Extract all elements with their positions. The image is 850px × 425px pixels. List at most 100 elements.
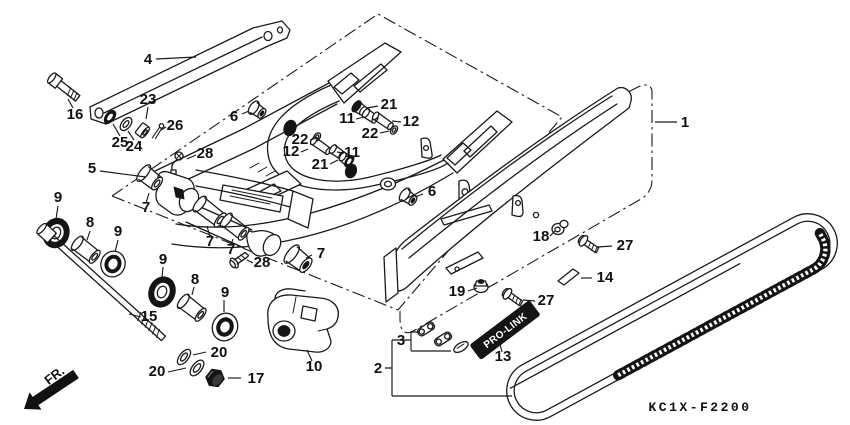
- swingarm: [154, 42, 513, 257]
- callout-23-2: 23: [140, 91, 157, 108]
- drive-chain: [506, 213, 838, 421]
- washer-20a: [176, 348, 192, 366]
- callout-16-1: 16: [67, 106, 84, 123]
- callout-9-21: 9: [114, 223, 122, 240]
- leader-line-13-37: [499, 343, 503, 353]
- diagram-code: KC1X-F2200: [648, 400, 751, 415]
- callout-20-31: 20: [211, 344, 228, 361]
- callout-9-27: 9: [159, 251, 167, 268]
- callout-22-13: 22: [292, 131, 309, 148]
- seal-9c: [148, 276, 176, 308]
- bolt-18: [551, 219, 569, 236]
- callout-28-25: 28: [254, 254, 271, 271]
- pivot-bushing-7d: [283, 244, 313, 273]
- callout-17-33: 17: [248, 370, 265, 387]
- leader-line-18-38: [549, 230, 556, 237]
- pivot-bushing-7a: [136, 164, 164, 191]
- master-link-clip: [453, 340, 469, 354]
- leader-line-6-8: [241, 110, 250, 115]
- leader-line-11-15: [336, 151, 344, 154]
- callout-14-40: 14: [597, 269, 614, 286]
- leader-line-11-10: [355, 116, 365, 120]
- leader-line-9-19: [55, 205, 59, 220]
- leader-line-20-31: [192, 351, 207, 356]
- callout-27-42: 27: [538, 292, 555, 309]
- collar-8a: [70, 235, 101, 264]
- callout-11-10: 11: [339, 110, 355, 127]
- leader-line-26-5: [160, 126, 167, 131]
- callout-28-6: 28: [197, 145, 214, 162]
- callout-8-20: 8: [86, 214, 94, 231]
- leader-line-22-12: [379, 130, 390, 134]
- leader-line-27-42: [522, 299, 536, 302]
- leader-line-21-9: [366, 105, 379, 109]
- leader-line-8-28: [191, 286, 195, 296]
- callout-7-24: 7: [227, 241, 235, 258]
- leader-line-7-22: [145, 192, 150, 204]
- pivot-bushing-7b: [192, 195, 227, 228]
- callout-7-26: 7: [317, 245, 325, 262]
- leader-lines: [55, 56, 677, 379]
- callout-7-23: 7: [206, 233, 214, 250]
- callout-7-22: 7: [142, 199, 150, 216]
- collar-12a: [371, 111, 394, 131]
- leader-line-7-26: [305, 254, 313, 259]
- callout-21-9: 21: [381, 96, 398, 113]
- leader-line-22-13: [309, 137, 318, 141]
- callout-12-14: 12: [283, 143, 300, 160]
- ring-22a: [389, 125, 399, 135]
- master-link-plate2: [433, 331, 453, 347]
- callout-8-28: 8: [191, 271, 199, 288]
- leader-line-9-21: [114, 239, 119, 253]
- plate-14: [557, 268, 580, 286]
- callout-21-16: 21: [312, 156, 329, 173]
- washer-25: [103, 110, 117, 124]
- callout-3-35: 3: [397, 332, 405, 349]
- callout-1-18: 1: [681, 114, 689, 131]
- callout-27-39: 27: [617, 237, 634, 254]
- callout-19-41: 19: [449, 283, 466, 300]
- leader-line-4-0: [155, 56, 197, 60]
- callout-9-19: 9: [54, 189, 62, 206]
- leader-line-10-34: [306, 349, 313, 362]
- callout-6-8: 6: [230, 108, 238, 125]
- cotter-pin-26: [151, 123, 165, 140]
- leader-line-28-25: [246, 259, 254, 264]
- pivot-bushing-7c: [219, 212, 250, 241]
- callout-18-38: 18: [533, 228, 550, 245]
- callout-4-0: 4: [144, 51, 153, 68]
- nut-17: [205, 368, 225, 388]
- nut-23: [134, 122, 151, 139]
- leader-line-20-32: [167, 367, 187, 373]
- master-link-plate: [416, 321, 436, 337]
- chain-guard: [383, 86, 632, 303]
- callout-24-4: 24: [126, 138, 143, 155]
- callout-20-32: 20: [149, 363, 166, 380]
- leader-line-28-6: [186, 154, 197, 160]
- callout-26-5: 26: [167, 117, 184, 134]
- callout-22-12: 22: [362, 125, 379, 142]
- torque-arm: [89, 20, 291, 125]
- leader-line-9-27: [161, 266, 164, 278]
- fr-direction-arrow: FR.: [24, 363, 79, 410]
- leader-line-5-7: [99, 170, 147, 178]
- leader-line-19-41: [467, 287, 478, 292]
- torque-arm-bolt: [46, 72, 81, 102]
- leader-line-27-39: [597, 245, 613, 248]
- callout-2-36: 2: [374, 360, 382, 377]
- bracket-leaders: [385, 331, 512, 397]
- collar-6-lower: [398, 187, 418, 206]
- nut-19: [473, 279, 489, 294]
- washer-9d: [211, 312, 239, 342]
- washer-24: [119, 116, 133, 132]
- chain-slider: [267, 288, 339, 353]
- leader-line-23-2: [145, 106, 149, 120]
- callout-6-17: 6: [428, 183, 436, 200]
- callout-13-37: 13: [495, 348, 512, 365]
- dust-cap-21b: [338, 151, 355, 168]
- leader-line-6-17: [414, 193, 424, 198]
- collar-6-upper: [247, 100, 267, 119]
